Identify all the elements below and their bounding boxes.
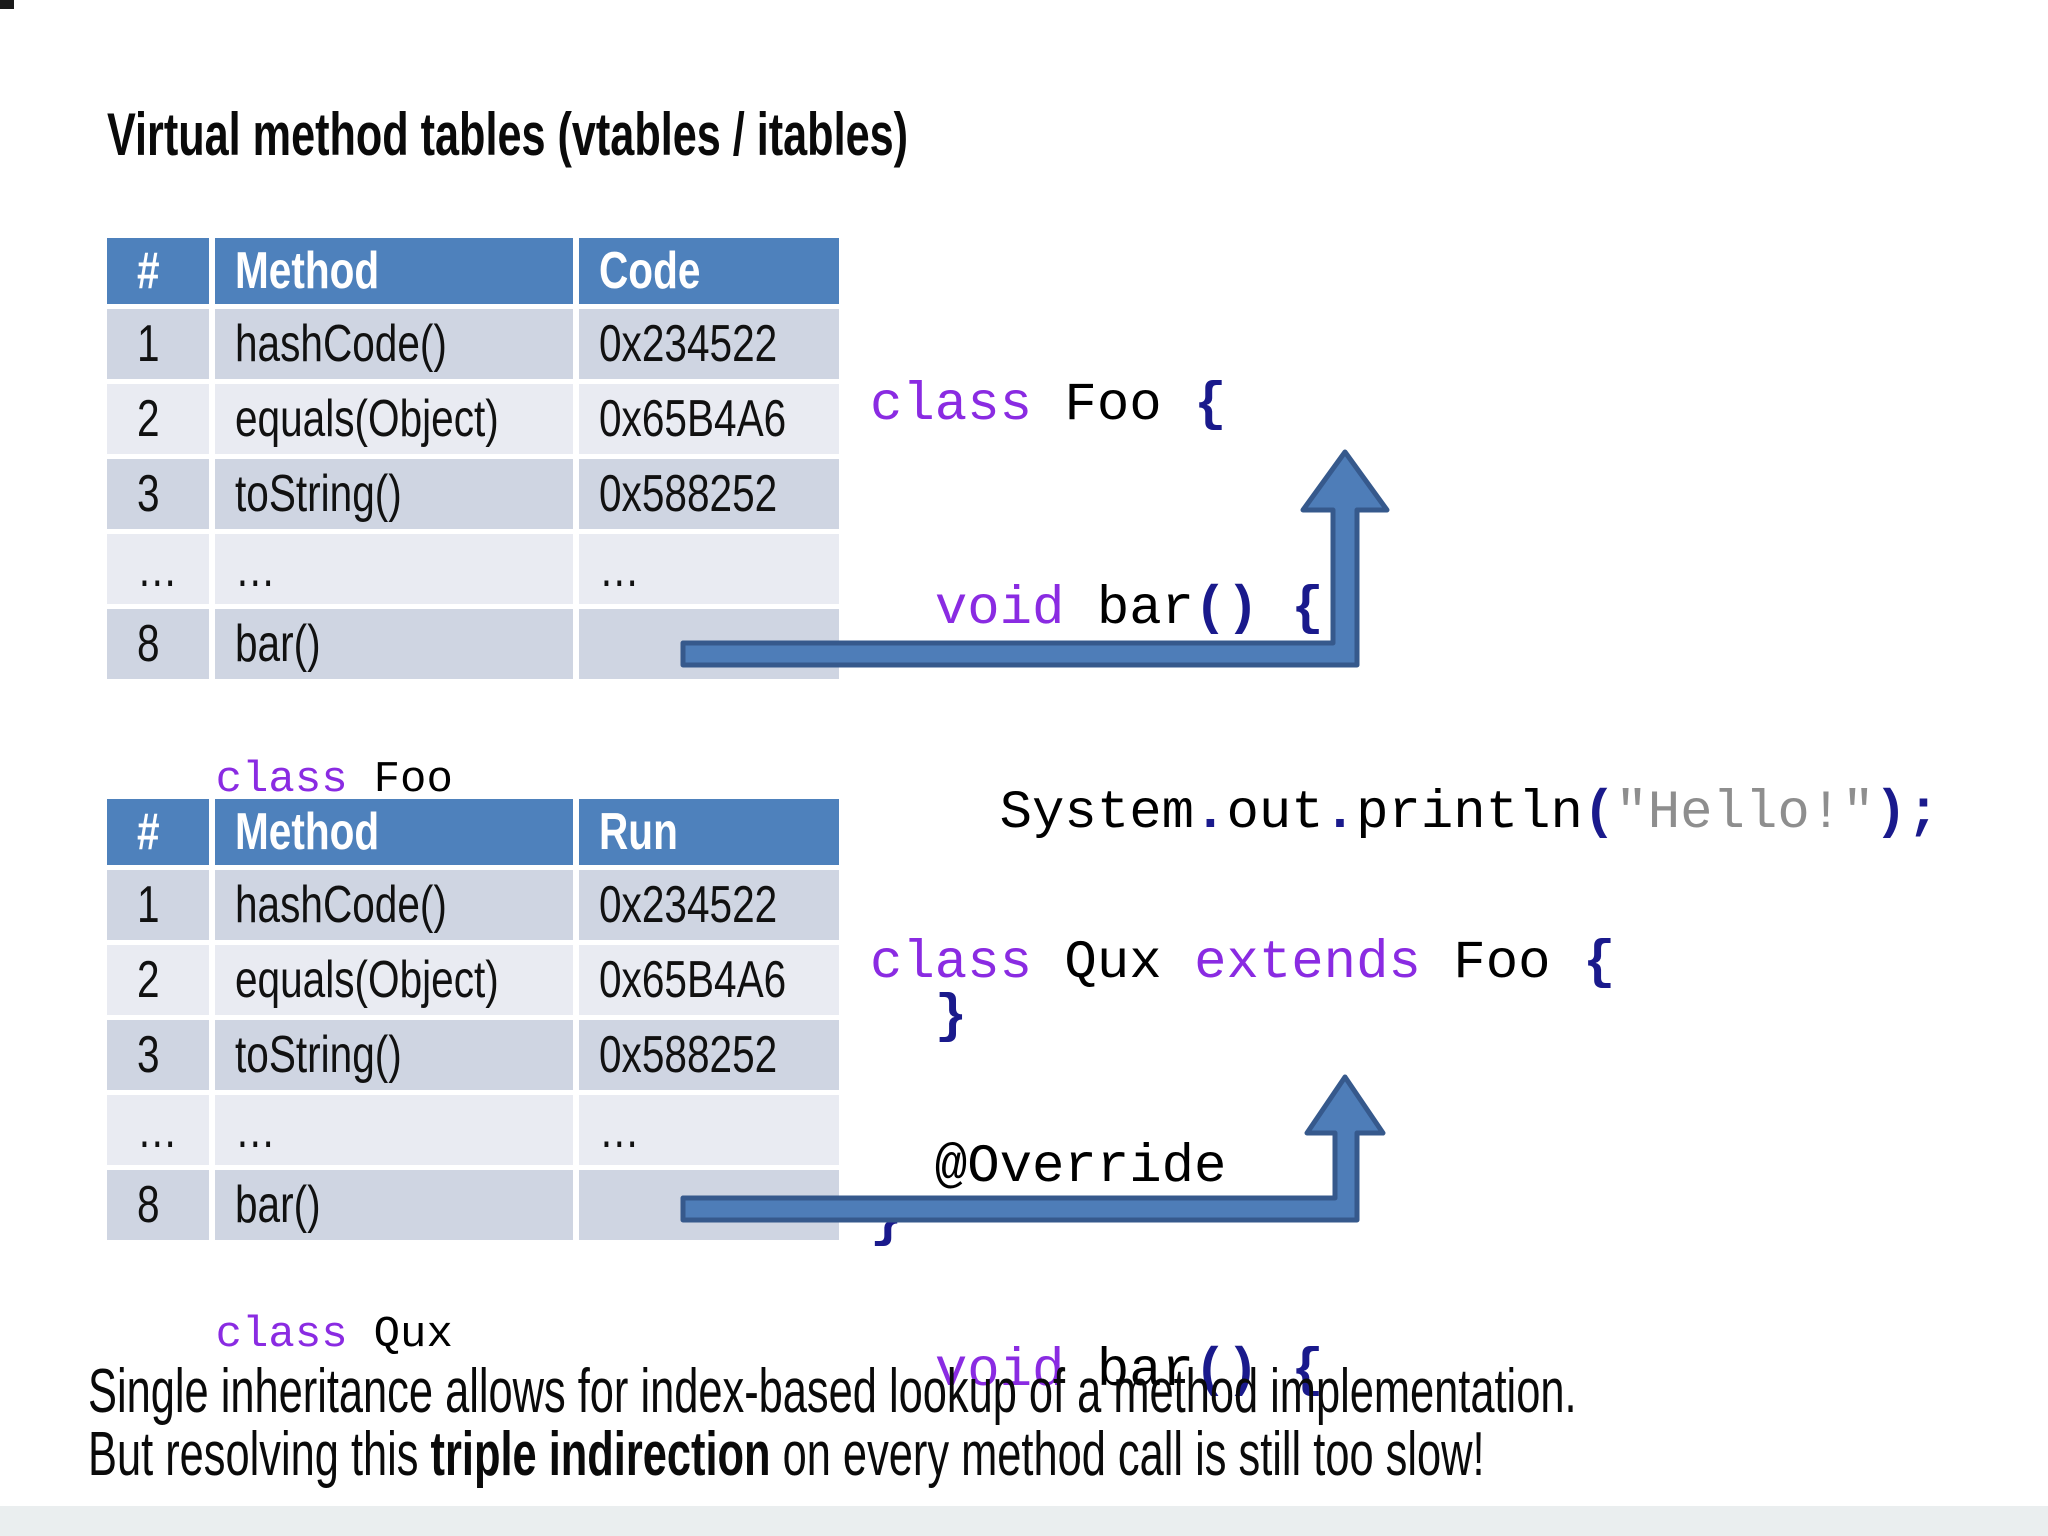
col-header-index: # xyxy=(107,238,209,304)
cell-index: 8 xyxy=(107,609,209,679)
table-row: 2 equals(Object) 0x65B4A6 xyxy=(107,945,840,1015)
code-line: void bar() { xyxy=(934,579,1324,640)
cell-index: 3 xyxy=(107,459,209,529)
cell-method: equals(Object) xyxy=(215,945,574,1015)
code-block-qux: class Qux extends Foo { @Override void b… xyxy=(870,794,1939,1536)
elbow-up-arrow-foo-icon xyxy=(680,449,1390,668)
cell-method: … xyxy=(215,1095,574,1165)
class-name: Foo xyxy=(373,755,453,805)
cell-method: equals(Object) xyxy=(215,384,574,454)
code-block-foo: class Foo { void bar() { System.out.prin… xyxy=(870,236,1939,1392)
code-line: class Qux extends Foo { xyxy=(870,933,1616,994)
cell-code: 0x234522 xyxy=(579,309,840,379)
capture-artifact-corner xyxy=(0,0,14,9)
col-header-code: Code xyxy=(579,238,840,304)
col-header-index: # xyxy=(107,799,209,865)
code-line: void bar() { xyxy=(934,1341,1324,1402)
col-header-method: Method xyxy=(215,799,574,865)
code-line: } xyxy=(870,987,968,1048)
cell-code: 0x65B4A6 xyxy=(579,384,840,454)
cell-index: 2 xyxy=(107,384,209,454)
slide-bottom-edge xyxy=(0,1506,2048,1536)
cell-method: toString() xyxy=(215,1020,574,1090)
code-line: System.out.println("Hello!"); xyxy=(870,783,1940,844)
cell-code: 0x588252 xyxy=(579,459,840,529)
class-name: Qux xyxy=(373,1310,453,1360)
class-keyword: class xyxy=(215,1310,348,1360)
cell-code: … xyxy=(579,534,840,604)
table-row: 3 toString() 0x588252 xyxy=(107,1020,840,1090)
cell-method: hashCode() xyxy=(215,309,574,379)
cell-run: 0x234522 xyxy=(579,870,840,940)
cell-index: … xyxy=(107,1095,209,1165)
code-line: class Foo { xyxy=(870,375,1227,436)
table-row: 1 hashCode() 0x234522 xyxy=(107,870,840,940)
cell-index: 3 xyxy=(107,1020,209,1090)
vtable-foo: # Method Code 1 hashCode() 0x234522 2 eq… xyxy=(101,233,845,684)
footer-line-2: But resolving this triple indirection on… xyxy=(88,1420,1485,1489)
cell-method: bar() xyxy=(215,1170,574,1240)
elbow-up-arrow-qux-icon xyxy=(680,1074,1386,1223)
cell-method: bar() xyxy=(215,609,574,679)
page-title: Virtual method tables (vtables / itables… xyxy=(107,101,909,168)
vtable-qux-caption: class Qux xyxy=(110,1257,453,1413)
cell-method: toString() xyxy=(215,459,574,529)
cell-run: 0x588252 xyxy=(579,1020,840,1090)
table-row-ellipsis: … … … xyxy=(107,1095,840,1165)
cell-index: 8 xyxy=(107,1170,209,1240)
cell-index: 1 xyxy=(107,309,209,379)
cell-index: … xyxy=(107,534,209,604)
table-row: 2 equals(Object) 0x65B4A6 xyxy=(107,384,840,454)
footer-line-1: Single inheritance allows for index-base… xyxy=(88,1357,1577,1426)
vtable-qux-header-row: # Method Run xyxy=(107,799,840,865)
footer-bold-phrase: triple indirection xyxy=(430,1420,771,1489)
cell-method: … xyxy=(215,534,574,604)
table-row: 1 hashCode() 0x234522 xyxy=(107,309,840,379)
class-keyword: class xyxy=(215,755,348,805)
table-row: 3 toString() 0x588252 xyxy=(107,459,840,529)
vtable-foo-header-row: # Method Code xyxy=(107,238,840,304)
cell-index: 1 xyxy=(107,870,209,940)
col-header-run: Run xyxy=(579,799,840,865)
col-header-method: Method xyxy=(215,238,574,304)
cell-run: 0x65B4A6 xyxy=(579,945,840,1015)
cell-run: … xyxy=(579,1095,840,1165)
cell-index: 2 xyxy=(107,945,209,1015)
cell-method: hashCode() xyxy=(215,870,574,940)
footer-note: Single inheritance allows for index-base… xyxy=(88,1360,1577,1486)
vtable-qux: # Method Run 1 hashCode() 0x234522 2 equ… xyxy=(101,794,845,1245)
code-line: @Override xyxy=(870,1137,1227,1198)
vtable-foo-caption: class Foo xyxy=(110,702,453,858)
table-row-ellipsis: … … … xyxy=(107,534,840,604)
